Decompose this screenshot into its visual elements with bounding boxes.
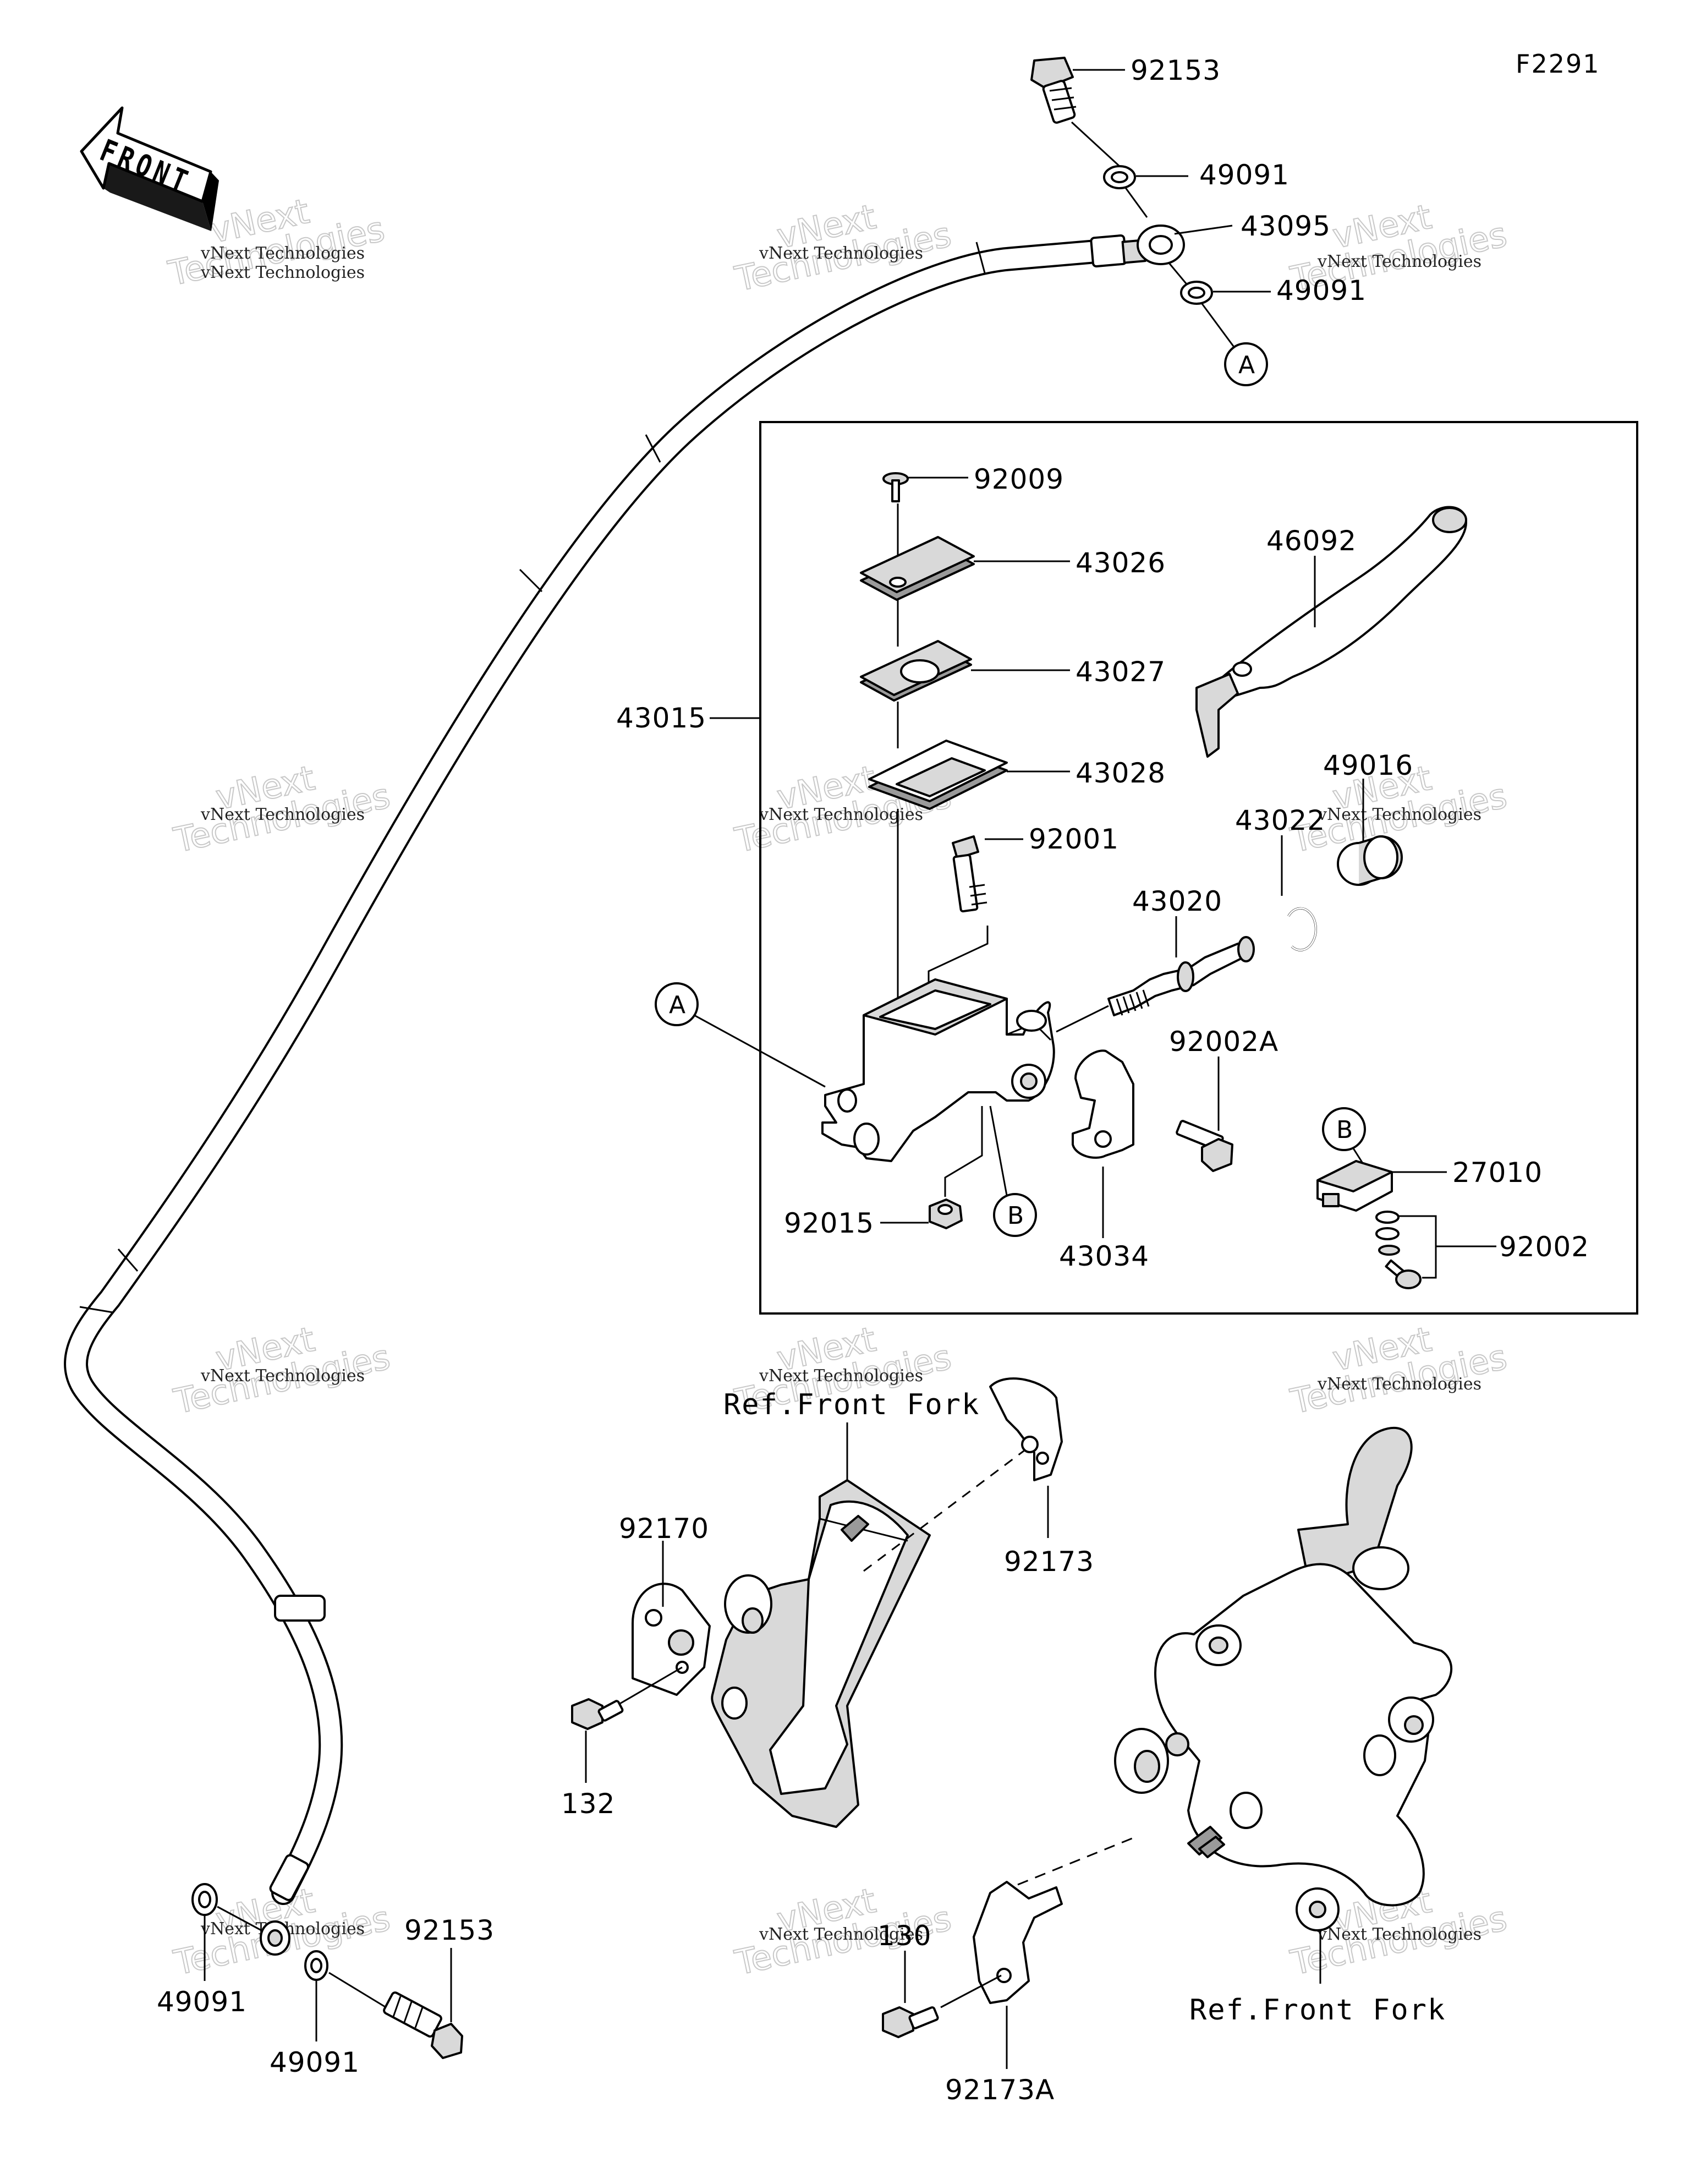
- part-number-46092: 46092: [1266, 525, 1357, 557]
- callout-b-icon: [1322, 1107, 1366, 1151]
- watermark-small: vNext Technologies: [759, 1925, 923, 1944]
- bolt-icon: [571, 1698, 624, 1730]
- callout-b-icon: [993, 1193, 1037, 1237]
- brake-hose: [64, 234, 1146, 1905]
- watermark-small: vNext Technologies: [759, 805, 923, 824]
- part-number-43095: 43095: [1241, 210, 1331, 242]
- part-number-92173a: 92173A: [945, 2074, 1055, 2106]
- part-number-92002a: 92002A: [1169, 1026, 1279, 1058]
- watermark-small: vNext Technologies: [200, 1366, 365, 1386]
- hose-guide-icon: [989, 1377, 1063, 1481]
- reference-front-fork-lower: Ref.Front Fork: [1189, 1994, 1446, 2027]
- bolt-icon: [882, 2006, 939, 2038]
- cap-plate-icon: [860, 640, 972, 702]
- part-number-92153-bottom: 92153: [404, 1914, 495, 1946]
- bottom-banjo-group: [191, 1883, 463, 2059]
- part-number-27010: 27010: [1452, 1157, 1543, 1189]
- banjo-bolt-icon: [383, 1991, 463, 2059]
- nut-icon: [929, 1198, 963, 1229]
- watermark-small: vNext Technologies: [200, 263, 365, 282]
- part-number-49091-upper: 49091: [1199, 159, 1290, 191]
- snap-ring-icon: [1287, 907, 1317, 951]
- hose-guide-icon: [973, 1881, 1063, 2004]
- piston-kit-icon: [1107, 936, 1255, 1016]
- part-number-49091-bottom-left: 49091: [157, 1986, 247, 2018]
- part-number-43028: 43028: [1076, 757, 1166, 789]
- watermark-small: vNext Technologies: [1317, 1375, 1482, 1394]
- part-number-132: 132: [561, 1788, 615, 1820]
- upper-banjo-group: A: [1030, 57, 1271, 386]
- part-number-92173: 92173: [1004, 1546, 1094, 1578]
- diaphragm-icon: [868, 740, 1008, 810]
- watermark-small: vNext Technologies: [1317, 1925, 1482, 1944]
- watermark-small: vNext Technologies: [759, 244, 923, 263]
- callout-b-label: B: [1336, 1116, 1353, 1144]
- part-number-49016: 49016: [1323, 749, 1413, 781]
- part-number-92001: 92001: [1029, 823, 1119, 855]
- callout-a-label: A: [1238, 351, 1255, 379]
- clamp-holder-icon: [1072, 1049, 1134, 1159]
- fork-guard-icon: [711, 1479, 931, 1828]
- pivot-bolt-icon: [952, 835, 987, 913]
- part-number-130: 130: [877, 1920, 931, 1952]
- watermark-small: vNext Technologies: [1317, 805, 1482, 824]
- part-number-92015: 92015: [784, 1207, 874, 1239]
- front-arrow-icon: FRONT: [80, 106, 219, 231]
- callout-a-label: A: [669, 991, 685, 1019]
- callout-a-icon: [1224, 342, 1268, 386]
- brake-switch-icon: [1316, 1160, 1393, 1212]
- watermark-small: vNext Technologies: [200, 805, 365, 824]
- callout-b-label: B: [1007, 1202, 1024, 1230]
- part-number-92170: 92170: [619, 1513, 709, 1545]
- watermark-small: vNext Technologies: [1317, 252, 1482, 271]
- part-number-49091-lower: 49091: [1276, 275, 1367, 306]
- banjo-fitting-icon: [1137, 225, 1185, 265]
- steering-stem-icon: [1114, 1427, 1452, 1931]
- reservoir-cap-icon: [860, 536, 975, 601]
- master-cylinder-box: [759, 421, 1638, 1315]
- part-number-43034: 43034: [1059, 1240, 1149, 1272]
- screw-icon: [882, 472, 909, 502]
- bushing-icon: [1337, 835, 1403, 886]
- part-number-92009: 92009: [974, 463, 1064, 495]
- reference-front-fork-upper: Ref.Front Fork: [723, 1388, 980, 1421]
- switch-screw-icon: [1385, 1259, 1422, 1289]
- clamp-bolt-icon: [1176, 1120, 1233, 1172]
- washer-icon: [1375, 1227, 1400, 1240]
- hose-clamp-icon: [632, 1583, 711, 1696]
- part-number-49091-bottom-right: 49091: [270, 2046, 360, 2078]
- watermark-small: vNext Technologies: [200, 244, 365, 263]
- callout-a-icon: [655, 982, 699, 1026]
- watermark-small: vNext Technologies: [759, 1366, 923, 1386]
- part-number-43027: 43027: [1076, 656, 1166, 688]
- part-number-43020: 43020: [1132, 885, 1222, 917]
- figure-code: F2291: [1516, 49, 1600, 79]
- master-cylinder-body-icon: [821, 978, 1055, 1162]
- part-number-43026: 43026: [1076, 547, 1166, 579]
- part-number-92002: 92002: [1499, 1231, 1589, 1263]
- part-number-43015: 43015: [616, 702, 706, 734]
- brake-lever-icon: [1195, 506, 1467, 758]
- banjo-bolt-icon: [1030, 57, 1077, 124]
- part-number-92153-top: 92153: [1131, 54, 1221, 86]
- washer-icon: [1375, 1211, 1400, 1224]
- part-number-43022: 43022: [1235, 804, 1325, 836]
